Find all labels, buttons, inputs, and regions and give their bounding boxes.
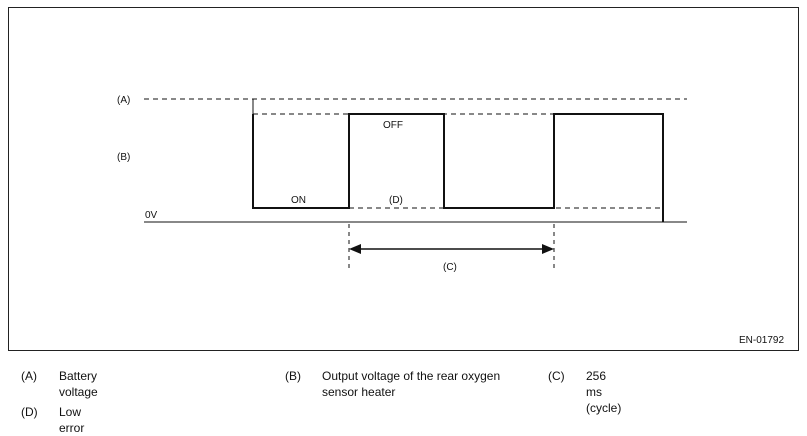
cycle-arrow-left-head bbox=[349, 244, 361, 254]
legend-key-d: (D) bbox=[21, 405, 38, 419]
legend-key-c: (C) bbox=[548, 369, 565, 383]
label-a: (A) bbox=[117, 95, 130, 106]
cycle-arrow-right-head bbox=[542, 244, 554, 254]
legend-text-b: Output voltage of the rear oxygen sensor… bbox=[322, 369, 501, 399]
label-c: (C) bbox=[443, 262, 457, 273]
heater-output-waveform bbox=[252, 113, 664, 222]
label-off: OFF bbox=[383, 120, 403, 131]
figure-id: EN-01792 bbox=[739, 335, 784, 346]
label-on: ON bbox=[291, 195, 306, 206]
legend-text-d: Low error bbox=[59, 405, 85, 435]
legend-key-a: (A) bbox=[21, 369, 37, 383]
waveform-diagram: (A) (B) 0V ON OFF (D) (C) EN-01792 bbox=[117, 95, 784, 346]
legend-text-c: 256 ms (cycle) bbox=[586, 369, 622, 415]
waveform-figure: (A) (B) 0V ON OFF (D) (C) EN-01792 bbox=[8, 7, 799, 351]
label-zero-volt: 0V bbox=[145, 210, 158, 221]
label-d: (D) bbox=[389, 195, 403, 206]
legend-key-b: (B) bbox=[285, 369, 301, 383]
label-b: (B) bbox=[117, 152, 130, 163]
legend-text-a: Battery voltage bbox=[59, 369, 98, 399]
